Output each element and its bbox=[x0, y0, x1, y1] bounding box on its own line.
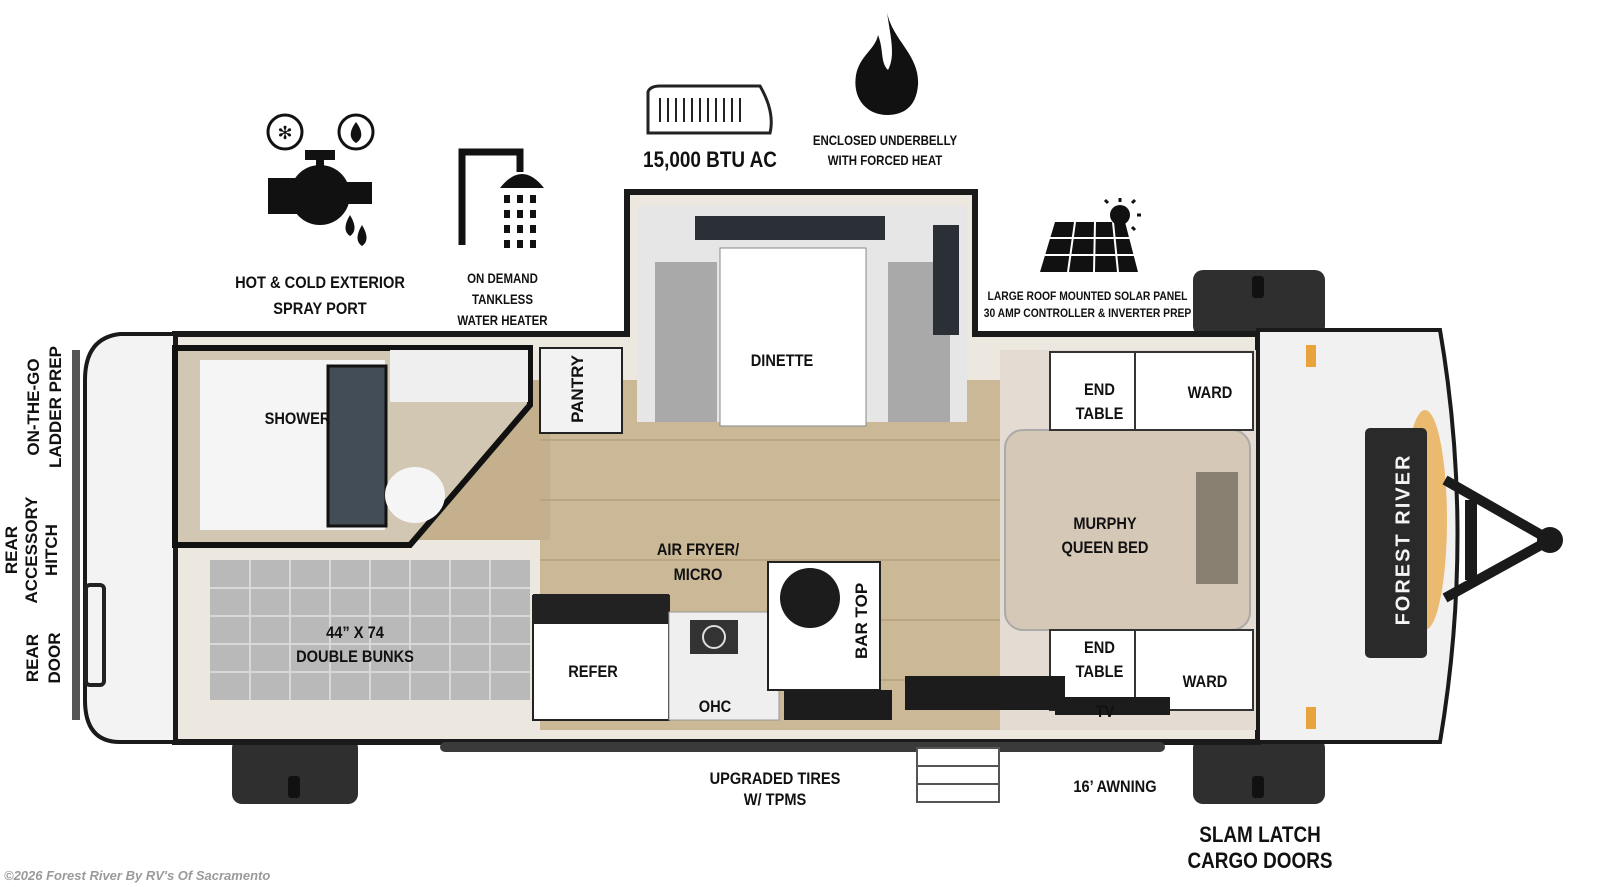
shower-label: SHOWER bbox=[264, 409, 331, 428]
flame-icon bbox=[855, 12, 919, 115]
flame-small-icon bbox=[337, 113, 375, 151]
spray-port-icon: ✻ bbox=[266, 113, 375, 246]
tv bbox=[1055, 697, 1170, 715]
copyright-text: ©2026 Forest River By RV's Of Sacramento bbox=[4, 868, 271, 883]
ward-top-label: WARD bbox=[1187, 383, 1233, 402]
pantry bbox=[539, 347, 623, 434]
awning-bar bbox=[440, 742, 1165, 752]
dinette-label: DINETTE bbox=[750, 351, 814, 370]
cargo-door-top bbox=[1193, 270, 1325, 336]
air-fryer-label: AIR FRYER/MICRO bbox=[656, 540, 740, 584]
ward-bottom-label: WARD bbox=[1182, 672, 1228, 691]
sun-icon bbox=[1110, 205, 1130, 225]
hitch-tongue bbox=[1442, 475, 1555, 603]
shower-icon bbox=[458, 148, 544, 248]
solar-panel-icon bbox=[1040, 198, 1141, 273]
refer-label: REFER bbox=[568, 662, 618, 681]
ac-unit-icon bbox=[646, 84, 773, 135]
cargo-door-bottom bbox=[1193, 738, 1325, 804]
sink bbox=[780, 568, 840, 628]
snowflake-icon bbox=[266, 113, 304, 151]
brand-logo-text: FOREST RIVER bbox=[1392, 453, 1415, 626]
rear-cap bbox=[83, 332, 177, 744]
awning-label: 16’ AWNING bbox=[1073, 777, 1157, 796]
svg-text:✻: ✻ bbox=[277, 123, 292, 143]
ohc-label: OHC bbox=[698, 697, 732, 716]
brand-badge bbox=[1365, 428, 1427, 658]
wardrobe-top bbox=[1134, 351, 1254, 431]
shower-door bbox=[326, 364, 388, 528]
rear-tire bbox=[232, 738, 358, 804]
wardrobe-bottom bbox=[1134, 629, 1254, 711]
ac-label: 15,000 BTU AC bbox=[643, 147, 777, 172]
bar-top-label: BAR TOP bbox=[852, 582, 872, 660]
entry-steps bbox=[916, 747, 1000, 803]
toilet bbox=[385, 467, 445, 523]
pantry-label: PANTRY bbox=[568, 354, 588, 423]
end-table-top bbox=[1049, 351, 1136, 431]
rear-door-handle bbox=[84, 583, 106, 687]
tv-label: TV bbox=[1095, 702, 1115, 721]
dinette-table bbox=[719, 247, 867, 427]
